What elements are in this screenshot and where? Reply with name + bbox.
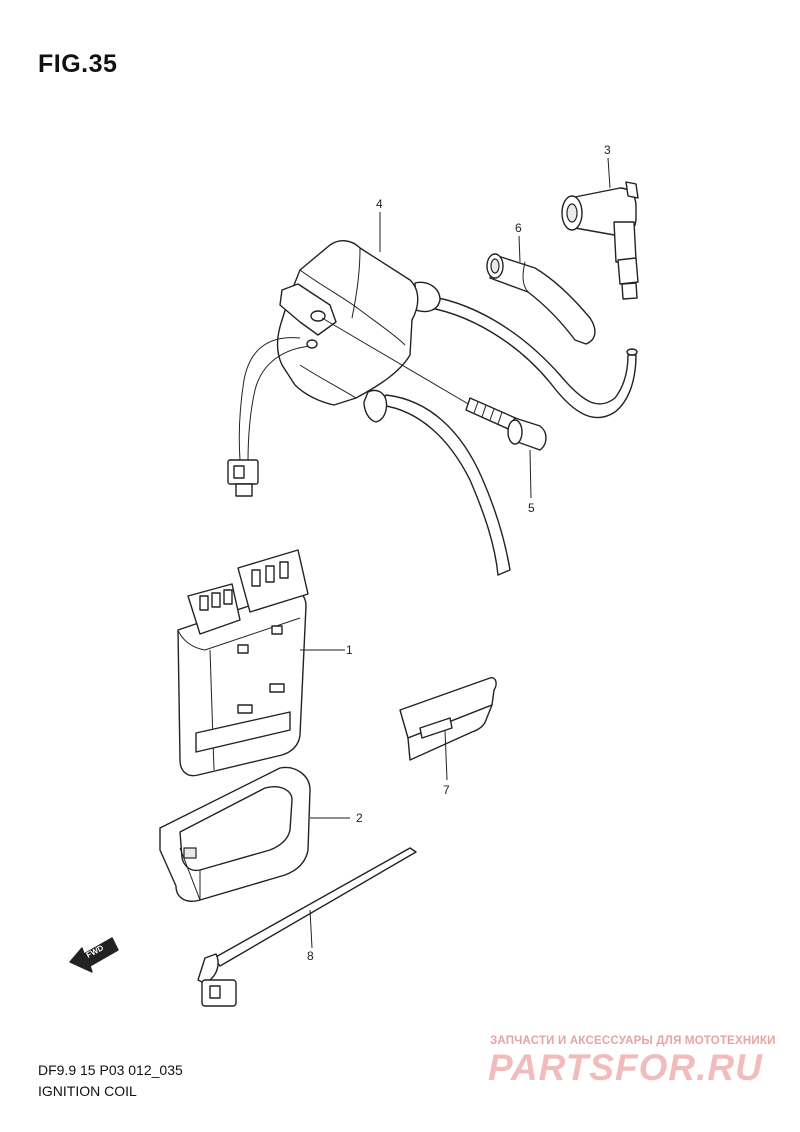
callout-7: 7 [443,783,450,797]
part-cdi-holder[interactable] [159,766,350,902]
callout-1: 1 [346,643,353,657]
callout-6: 6 [515,221,522,235]
watermark-logo: PARTSFOR.RU [488,1047,763,1088]
part-spark-plug-cap[interactable] [561,181,639,300]
section-name: IGNITION COIL [38,1083,137,1099]
watermark-tagline: ЗАПЧАСТИ И АКСЕССУАРЫ ДЛЯ МОТОТЕХНИКИ [490,1035,776,1047]
callout-5: 5 [528,501,535,515]
callout-4: 4 [376,197,383,211]
model-code: DF9.9 15 P03 012_035 [38,1062,183,1078]
callout-2: 2 [356,811,363,825]
part-clip[interactable] [399,677,497,781]
callout-8: 8 [307,949,314,963]
part-bolt[interactable] [465,397,547,451]
fwd-arrow-icon: FWD [69,937,119,973]
part-ignition-coil[interactable] [227,240,638,576]
callout-3: 3 [604,143,611,157]
part-cable-tie[interactable] [197,847,417,1007]
part-cdi-unit[interactable] [177,549,345,777]
figure-title: FIG.35 [38,50,118,78]
part-rubber-boot[interactable] [486,253,596,345]
